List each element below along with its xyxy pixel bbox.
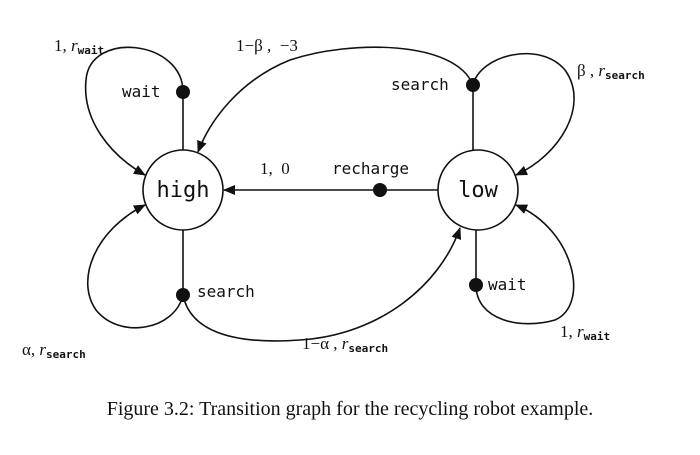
high-search-loop-arc [87, 204, 184, 329]
action-label-low-recharge: recharge [332, 159, 409, 178]
action-label-low-wait: wait [488, 275, 527, 294]
action-dot-low-wait [469, 278, 483, 292]
reward-subscript: wait [584, 330, 611, 343]
transition-label-high-search-to-low: 1−α , rsearch [302, 334, 388, 355]
action-dot-low-recharge [373, 183, 387, 197]
prob: 1, [560, 322, 573, 341]
action-dot-low-search [466, 78, 480, 92]
prob: β , [577, 61, 594, 80]
state-high: high [142, 149, 224, 231]
reward-symbol: r [577, 322, 584, 341]
reward-symbol: r [598, 61, 605, 80]
reward-symbol: r [71, 36, 78, 55]
low-search-to-high-arc [197, 46, 474, 153]
transition-label-low-search-to-high: 1−β , −3 [236, 36, 298, 55]
action-label-high-search: search [197, 282, 255, 301]
low-wait-loop-arc [475, 204, 575, 325]
reward-symbol: r [342, 334, 349, 353]
state-high-label: high [157, 178, 210, 203]
high-wait-loop-arc [84, 46, 184, 176]
action-label-low-search: search [391, 75, 449, 94]
reward-symbol: r [39, 340, 46, 359]
transition-label-low-search-loop: β , rsearch [577, 61, 645, 82]
reward-subscript: search [46, 348, 86, 361]
prob: α, [22, 340, 35, 359]
state-low-label: low [458, 178, 498, 203]
figure-caption: Figure 3.2: Transition graph for the rec… [106, 398, 594, 420]
state-low: low [437, 149, 519, 231]
transition-label-high-search-loop: α, rsearch [22, 340, 86, 361]
prob: 1, [54, 36, 67, 55]
reward-subscript: wait [78, 44, 105, 57]
reward-subscript: search [605, 69, 645, 82]
action-label-high-wait: wait [122, 82, 161, 101]
high-search-to-low-arc [182, 227, 462, 342]
transition-label-recharge-to-high: 1, 0 [260, 159, 290, 178]
transition-label-low-wait-loop: 1, rwait [560, 322, 610, 343]
reward-subscript: search [348, 342, 388, 355]
action-dot-high-search [176, 288, 190, 302]
action-dot-high-wait [176, 85, 190, 99]
transition-label-high-wait-loop: 1, rwait [54, 36, 104, 57]
prob: 1−α , [302, 334, 338, 353]
low-search-loop-arc [472, 52, 575, 176]
